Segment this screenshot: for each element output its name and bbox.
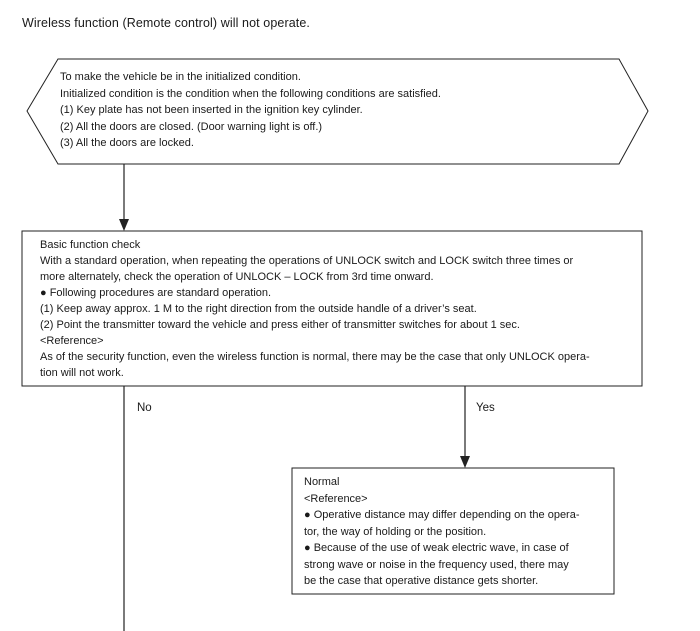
normal-line: be the case that operative distance gets… xyxy=(304,575,539,587)
normal-line: ● Because of the use of weak electric wa… xyxy=(304,542,569,554)
normal-reference: <Reference> xyxy=(304,492,368,505)
basic-check-heading: Basic function check xyxy=(40,239,141,251)
basic-check-line: ● Following procedures are standard oper… xyxy=(40,287,272,299)
basic-check-line: tion will not work. xyxy=(40,367,124,379)
initial-condition-hexagon xyxy=(26,58,649,165)
hexagon-line: (1) Key plate has not been inserted in t… xyxy=(60,104,363,116)
hexagon-line: To make the vehicle be in the initialize… xyxy=(60,71,301,83)
normal-frame xyxy=(291,467,615,595)
arrowhead-basic-check xyxy=(119,219,129,231)
basic-check-line: (1) Keep away approx. 1 M to the right d… xyxy=(40,303,477,315)
normal-result-box: Normal <Reference> ● Operative distance … xyxy=(292,468,614,594)
normal-line: strong wave or noise in the frequency us… xyxy=(304,558,569,571)
no-branch-label: No xyxy=(137,402,152,414)
basic-check-line: With a standard operation, when repeatin… xyxy=(40,255,574,267)
hexagon-line: Initialized condition is the condition w… xyxy=(60,87,441,100)
normal-line: ● Operative distance may differ dependin… xyxy=(304,509,580,521)
basic-check-frame xyxy=(21,230,643,387)
basic-function-check-box: Basic function check With a standard ope… xyxy=(22,231,642,386)
hexagon-line: (2) All the doors are closed. (Door warn… xyxy=(60,120,323,133)
arrowhead-normal xyxy=(460,456,470,468)
page-title: Wireless function (Remote control) will … xyxy=(22,16,310,30)
normal-line: tor, the way of holding or the position. xyxy=(304,525,487,538)
basic-check-line: As of the security function, even the wi… xyxy=(40,351,590,363)
yes-branch-label: Yes xyxy=(476,402,495,414)
basic-check-line: more alternately, check the operation of… xyxy=(40,271,434,283)
basic-check-line: (2) Point the transmitter toward the veh… xyxy=(40,319,520,331)
hexagon-line: (3) All the doors are locked. xyxy=(60,137,194,149)
initial-condition-text: To make the vehicle be in the initialize… xyxy=(60,69,620,152)
normal-heading: Normal xyxy=(304,476,340,488)
basic-check-reference: <Reference> xyxy=(40,335,104,347)
